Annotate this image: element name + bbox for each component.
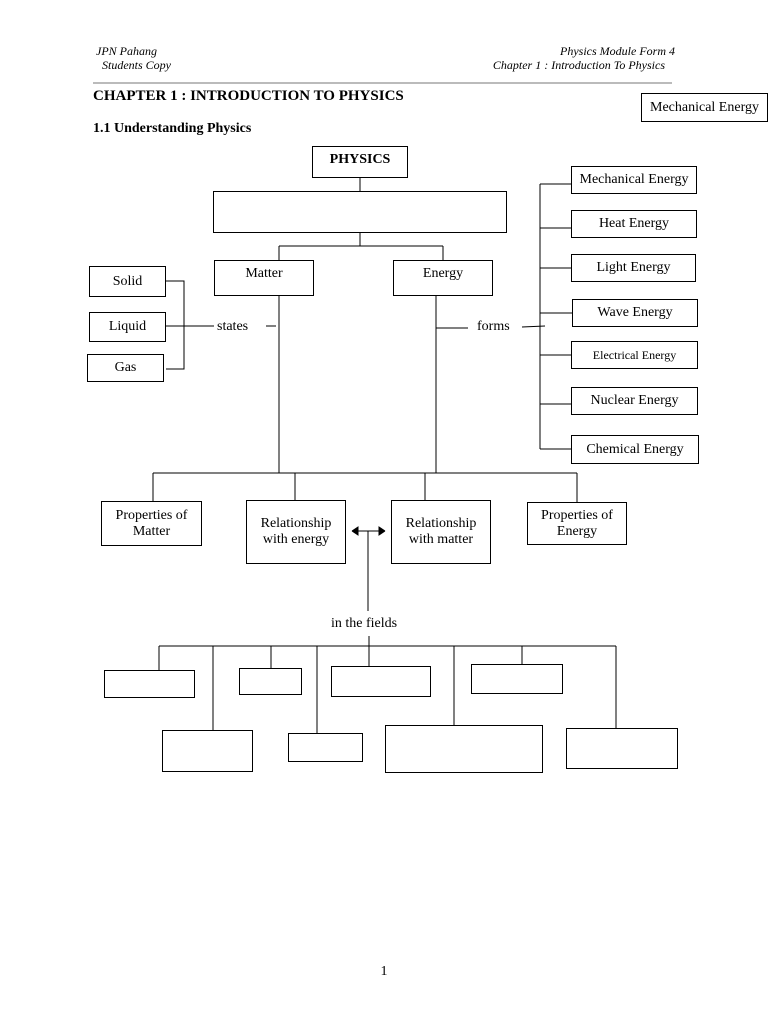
header-left-line1: JPN Pahang — [96, 44, 157, 58]
state-solid-box: Solid — [89, 266, 166, 297]
field-blank-box — [331, 666, 431, 697]
energy-box: Energy — [393, 260, 493, 296]
field-blank-box — [239, 668, 302, 695]
physics-box: PHYSICS — [312, 146, 408, 178]
header-right-line2: Chapter 1 : Introduction To Physics — [492, 58, 665, 72]
field-blank-box — [288, 733, 363, 762]
states-label: states — [214, 319, 252, 335]
field-blank-box — [471, 664, 563, 694]
header-left-line2: Students Copy — [102, 58, 171, 72]
form-heat-energy-box: Heat Energy — [571, 210, 697, 238]
floating-label-box: Mechanical Energy — [641, 93, 768, 122]
relationship-with-energy-box: Relationship with energy — [246, 500, 346, 564]
forms-label: forms — [474, 319, 513, 335]
matter-box: Matter — [214, 260, 314, 296]
in-the-fields-label: in the fields — [328, 616, 401, 632]
relationship-with-matter-box: Relationship with matter — [391, 500, 491, 564]
page-number: 1 — [380, 964, 388, 979]
properties-of-energy-box: Properties of Energy — [527, 502, 627, 545]
form-wave-energy-box: Wave Energy — [572, 299, 698, 327]
field-blank-box — [104, 670, 195, 698]
properties-of-matter-box: Properties of Matter — [101, 501, 202, 546]
form-electrical-energy-box: Electrical Energy — [571, 341, 698, 369]
field-blank-box — [385, 725, 543, 773]
form-mechanical-energy-box: Mechanical Energy — [571, 166, 697, 194]
blank-definition-box — [213, 191, 507, 233]
state-liquid-box: Liquid — [89, 312, 166, 342]
section-title: 1.1 Understanding Physics — [93, 121, 252, 136]
field-blank-box — [566, 728, 678, 769]
header-right-line1: Physics Module Form 4 — [560, 44, 675, 58]
form-nuclear-energy-box: Nuclear Energy — [571, 387, 698, 415]
chapter-title: CHAPTER 1 : INTRODUCTION TO PHYSICS — [93, 88, 404, 104]
field-blank-box — [162, 730, 253, 772]
state-gas-box: Gas — [87, 354, 164, 382]
form-chemical-energy-box: Chemical Energy — [571, 435, 699, 464]
form-light-energy-box: Light Energy — [571, 254, 696, 282]
